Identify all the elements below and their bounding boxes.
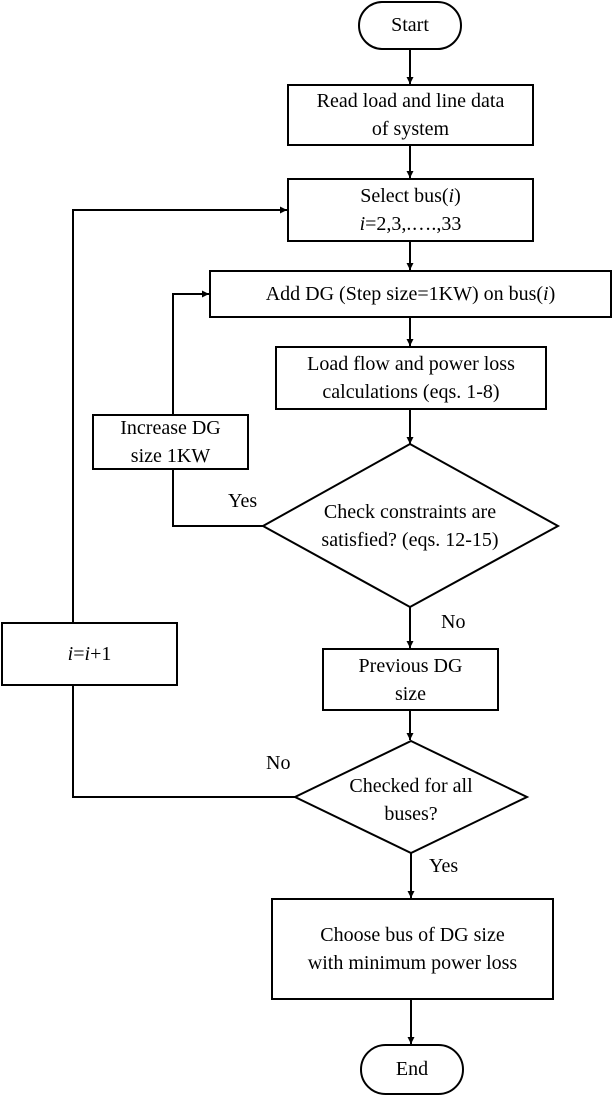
choose-bus-line-2: with minimum power loss	[307, 952, 518, 974]
read-data-line-2: of system	[371, 118, 450, 140]
checked-all-line-1: Checked for all	[349, 775, 473, 797]
load-flow-line-1: Load flow and power loss	[307, 353, 515, 375]
check-constraints-text: Check constraints are satisfied? (eqs. 1…	[285, 494, 535, 558]
choose-bus-box: Choose bus of DG size with minimum power…	[271, 898, 554, 1000]
increase-dg-box: Increase DG size 1KW	[92, 414, 249, 470]
check-constraints-line-2: satisfied? (eqs. 12-15)	[321, 529, 499, 551]
read-data-line-1: Read load and line data	[316, 90, 505, 112]
constraints-no-label: No	[441, 611, 466, 633]
previous-dg-line-2: size	[394, 682, 427, 705]
decision-checked-all-buses	[292, 739, 530, 855]
increase-dg-line-2: size 1KW	[130, 445, 211, 467]
check-constraints-line-1: Check constraints are	[323, 501, 497, 523]
line-no-loop	[72, 686, 295, 798]
load-flow-line-2: calculations (eqs. 1-8)	[322, 381, 500, 403]
previous-dg-box: Previous DG size	[322, 648, 499, 711]
select-bus-box: Select bus(i) i=2,3,.….,33	[287, 178, 534, 242]
end-label: End	[395, 1058, 429, 1080]
start-label: Start	[391, 14, 429, 36]
checked-all-text: Checked for all buses?	[320, 772, 502, 828]
increase-dg-line-1: Increase DG	[120, 417, 221, 439]
select-bus-line-1: Select bus(i)	[360, 185, 461, 207]
increment-label: i=i+1	[67, 643, 112, 665]
read-data-box: Read load and line data of system	[287, 84, 534, 146]
line-yes-loop	[172, 470, 263, 527]
add-dg-label: Add DG (Step size=1KW) on bus(i)	[265, 283, 556, 305]
increment-box: i=i+1	[1, 622, 178, 686]
choose-bus-line-1: Choose bus of DG size	[320, 924, 505, 946]
decision-check-constraints	[260, 442, 561, 609]
arrow-increase-to-add	[172, 290, 209, 414]
checked-yes-label: Yes	[429, 855, 459, 877]
load-flow-box: Load flow and power loss calculations (e…	[275, 346, 547, 410]
start-terminal: Start	[358, 1, 462, 50]
constraints-yes-label: Yes	[228, 490, 258, 512]
checked-no-label: No	[266, 752, 291, 774]
select-bus-line-2: i=2,3,.….,33	[359, 213, 462, 235]
arrow-increment-to-select	[72, 206, 287, 622]
previous-dg-line-1: Previous DG	[358, 654, 463, 677]
checked-all-line-2: buses?	[384, 803, 438, 825]
end-terminal: End	[360, 1044, 464, 1095]
add-dg-box: Add DG (Step size=1KW) on bus(i)	[209, 270, 612, 318]
